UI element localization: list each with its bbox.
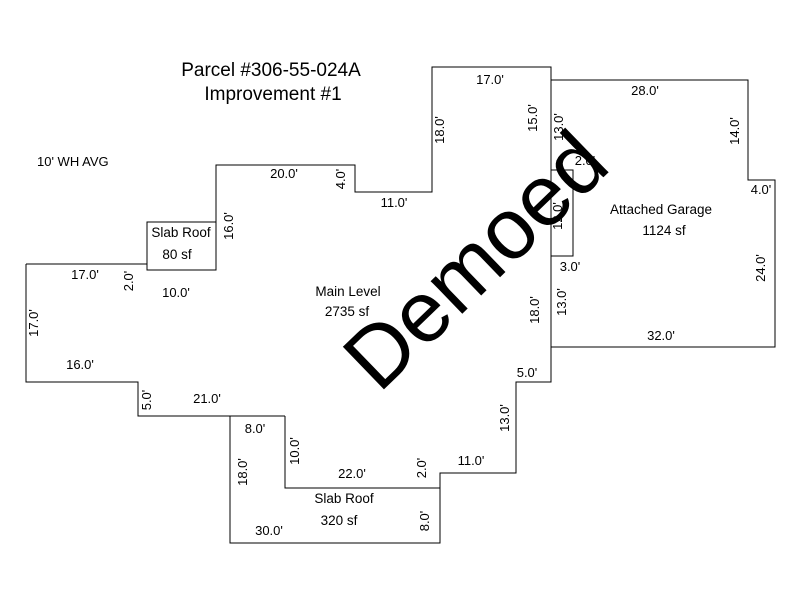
- dimension-label: 8.0': [417, 511, 432, 532]
- dimension-label: 11.0': [458, 453, 485, 468]
- demoed-stamp: Demoed: [325, 113, 626, 408]
- title-parcel: Parcel #306-55-024A: [181, 60, 361, 81]
- attached-garage-name: Attached Garage: [610, 202, 712, 217]
- slab-roof-small-outline: [146, 222, 217, 271]
- dimension-label: 24.0': [753, 254, 768, 282]
- main-level-name: Main Level: [315, 284, 380, 299]
- attached-garage-outline: [551, 79, 776, 348]
- dimension-label: 21.0': [193, 391, 221, 406]
- dimension-label: 5.0': [517, 365, 538, 380]
- dimension-label: 13.0': [551, 113, 566, 141]
- dimension-label: 20.0': [270, 166, 298, 181]
- wall-height-note: 10' WH AVG: [37, 154, 109, 169]
- dimension-label: 3.0': [560, 259, 581, 274]
- slab-roof-small-name: Slab Roof: [151, 225, 211, 240]
- dimension-label: 17.0': [26, 309, 41, 337]
- slab-roof-large-size: 320 sf: [321, 513, 358, 528]
- dimension-label: 28.0': [631, 83, 659, 98]
- main-level-outline: [25, 66, 552, 544]
- dimension-label: 30.0': [255, 523, 283, 538]
- dimension-label: 13.0': [554, 288, 569, 316]
- garage-notch-outline: [551, 169, 574, 257]
- slab-roof-small-size: 80 sf: [162, 247, 192, 262]
- dimension-label: 2.0': [414, 458, 429, 479]
- slab-roof-large-name: Slab Roof: [314, 491, 374, 506]
- dimension-label: 11.0': [381, 195, 408, 210]
- dimension-label: 10.0': [162, 285, 190, 300]
- dimension-label: 2.0': [575, 153, 596, 168]
- dimension-label: 12.0': [550, 202, 565, 230]
- title-improvement: Improvement #1: [204, 84, 341, 105]
- dimension-label: 10.0': [287, 437, 302, 465]
- main-level-size: 2735 sf: [325, 304, 370, 319]
- slab-roof-large-outline: [284, 416, 440, 489]
- dimension-label: 16.0': [66, 357, 94, 372]
- dimension-label: 16.0': [221, 212, 236, 240]
- dimension-label: 13.0': [497, 404, 512, 432]
- dimension-label: 2.0': [121, 271, 136, 292]
- dimension-label: 15.0': [525, 104, 540, 132]
- dimension-label: 8.0': [245, 421, 266, 436]
- dimension-label: 32.0': [647, 328, 675, 343]
- dimension-label: 17.0': [476, 72, 504, 87]
- dimension-label: 18.0': [527, 296, 542, 324]
- dimension-label: 18.0': [235, 458, 250, 486]
- dimension-label: 14.0': [727, 117, 742, 145]
- dimension-label: 4.0': [333, 169, 348, 190]
- dimension-label: 22.0': [338, 466, 366, 481]
- dimension-label: 4.0': [751, 182, 772, 197]
- attached-garage-size: 1124 sf: [642, 223, 686, 238]
- dimension-label: 17.0': [71, 267, 99, 282]
- dimension-label: 5.0': [139, 390, 154, 411]
- dimension-label: 18.0': [432, 116, 447, 144]
